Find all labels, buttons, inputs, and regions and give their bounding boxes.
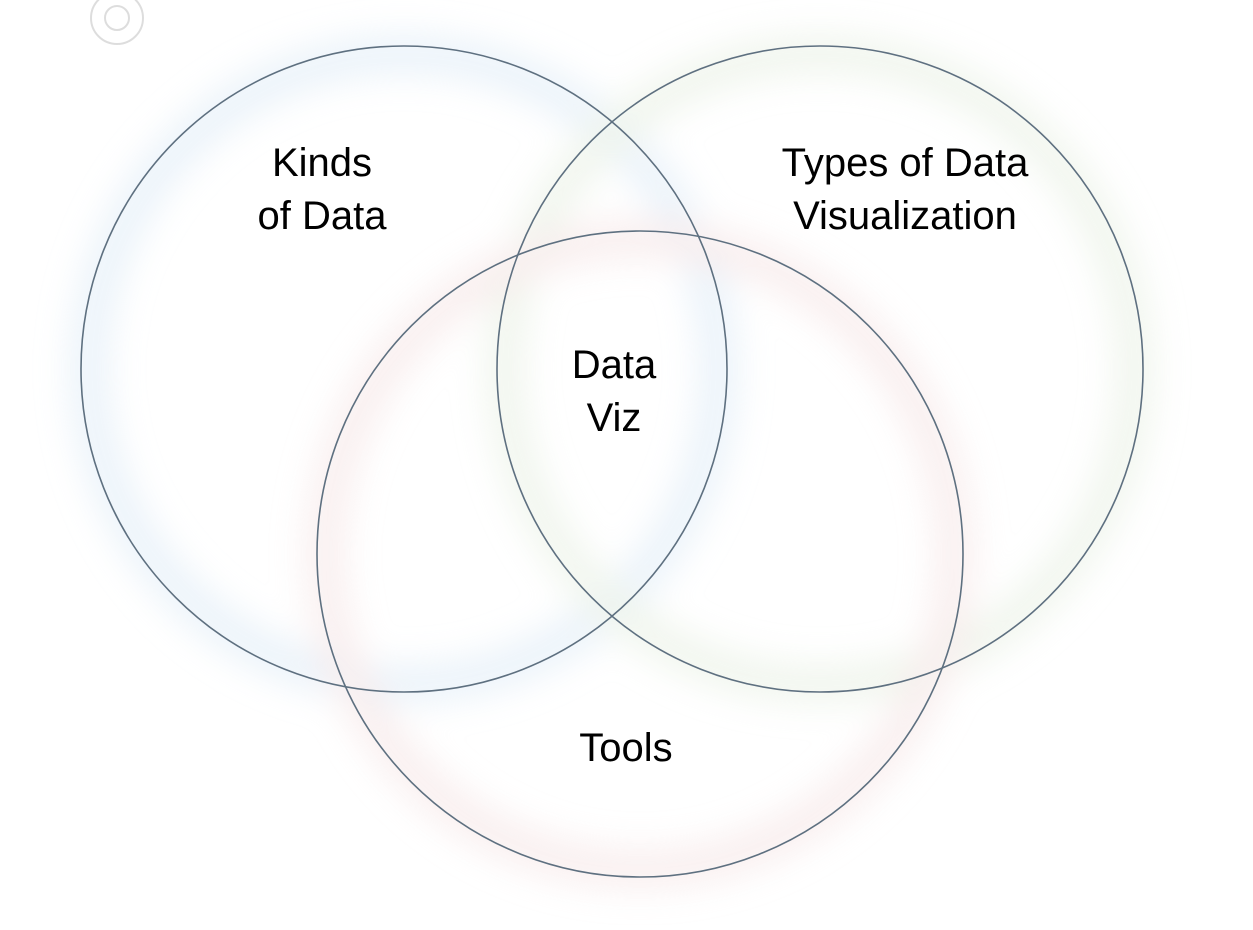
glow-layer [72, 37, 1152, 886]
glow-ring-kinds [72, 37, 736, 701]
circle-tools [316, 230, 964, 878]
label-kinds-of-data: Kinds of Data [222, 137, 422, 243]
label-center-line1: Data [571, 343, 657, 387]
label-types-line2: Visualization [793, 194, 1017, 238]
label-center-line2: Viz [586, 396, 642, 440]
target-ring-icon [90, 0, 144, 45]
label-tools-line1: Tools [579, 726, 673, 770]
label-kinds-line2: of Data [257, 194, 387, 238]
label-data-viz-center: Data Viz [534, 339, 694, 445]
label-tools: Tools [526, 722, 726, 775]
label-kinds-line1: Kinds [271, 141, 373, 185]
glow-ring-tools [308, 222, 972, 886]
label-types-line1: Types of Data [781, 141, 1029, 185]
circle-types-of-visualization [496, 45, 1144, 693]
circle-kinds-of-data [80, 45, 728, 693]
label-types-of-visualization: Types of Data Visualization [735, 137, 1075, 243]
glow-ring-types [488, 37, 1152, 701]
